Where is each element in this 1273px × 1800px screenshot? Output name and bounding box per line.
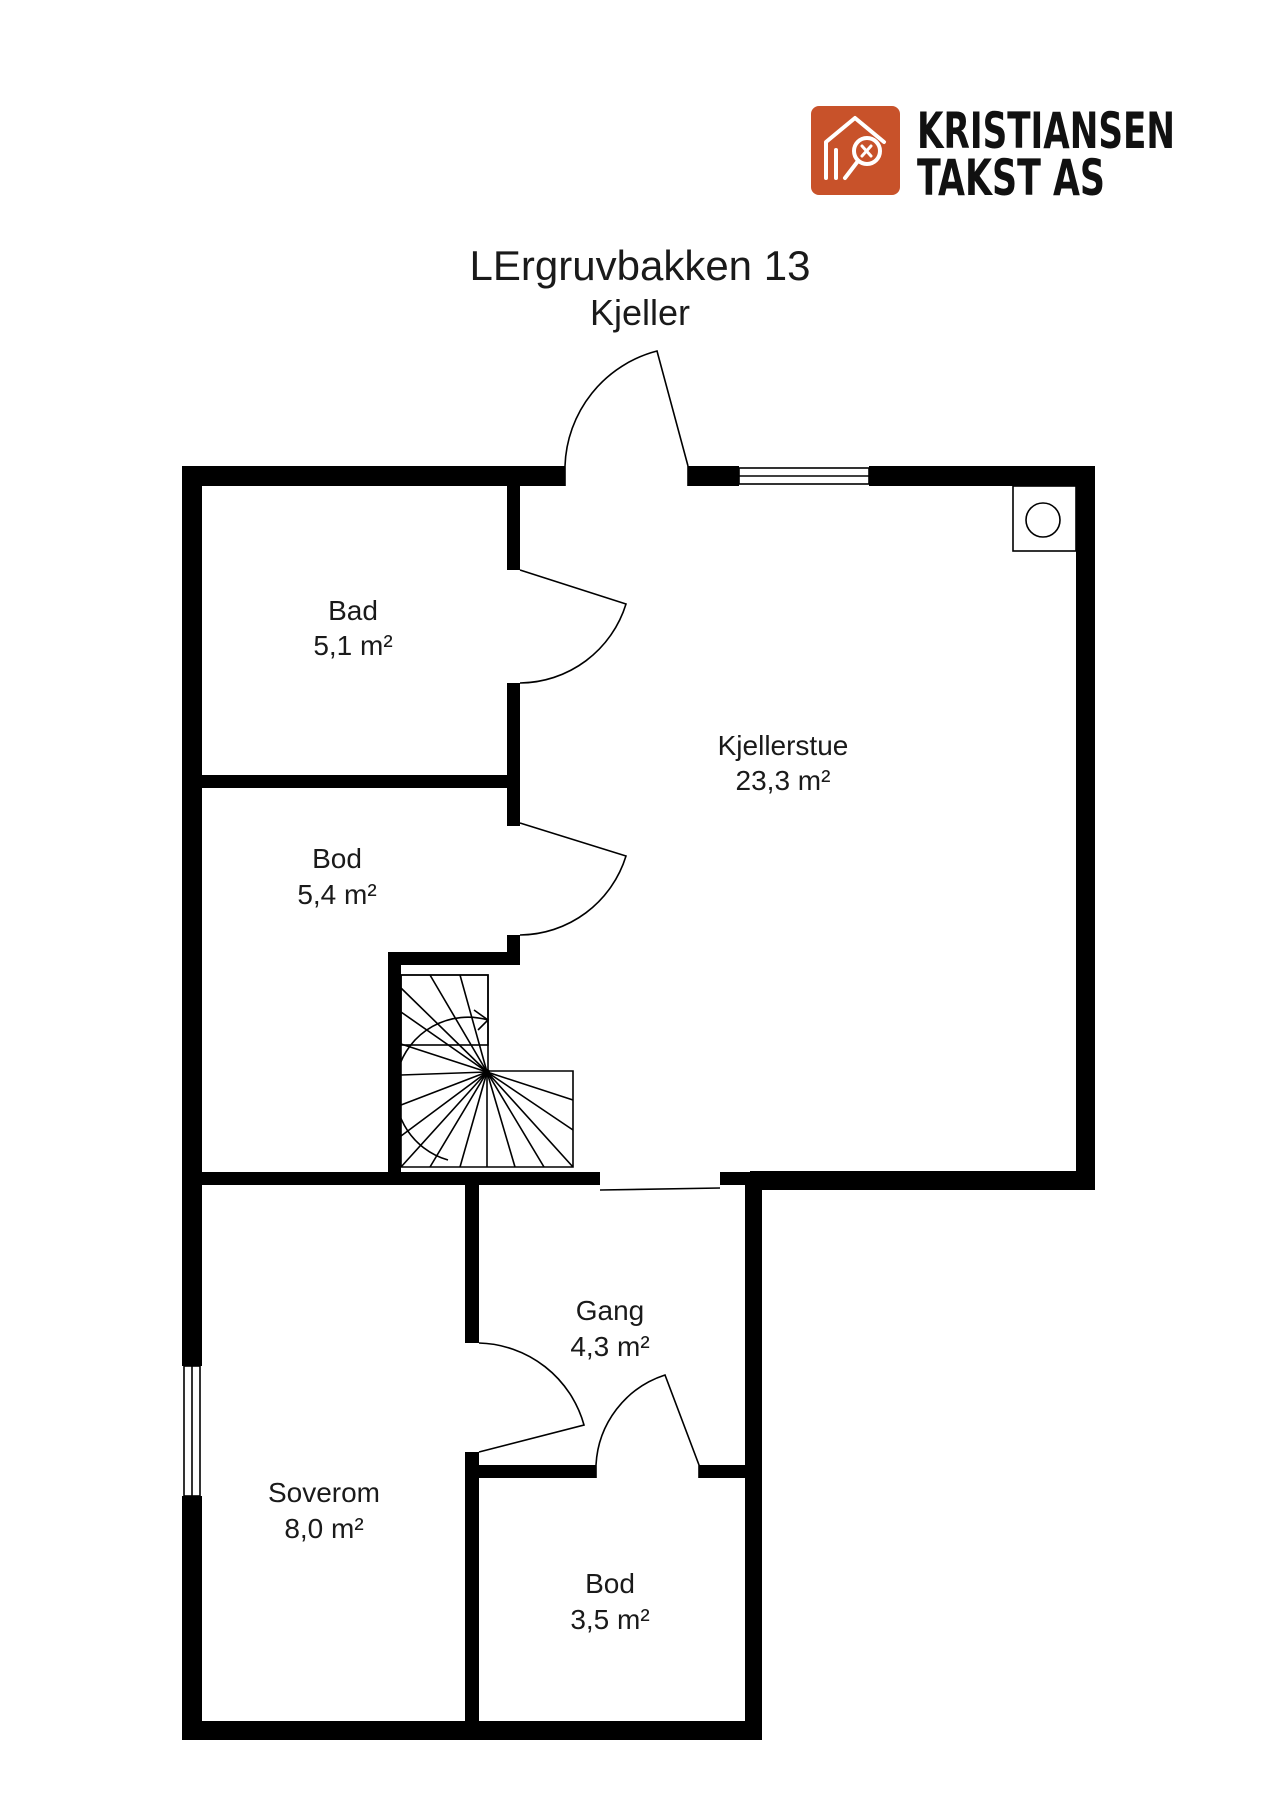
wall-right-upper <box>1076 466 1095 1190</box>
room-name-soverom: Soverom <box>268 1477 380 1508</box>
logo-line-1: KRISTIANSEN <box>917 102 1175 160</box>
wall-gang-bod-b <box>699 1465 745 1478</box>
door-soverom <box>478 1342 585 1453</box>
walls <box>182 466 1095 1740</box>
wall-bod-right <box>507 788 520 823</box>
wall-left-lower <box>182 1496 202 1740</box>
wall-right-lower <box>745 1180 762 1740</box>
room-area-gang: 4,3 m² <box>570 1331 649 1362</box>
wall-top-right <box>869 466 1095 486</box>
windows <box>183 467 870 1497</box>
company-logo: KRISTIANSEN TAKST AS <box>811 102 1175 207</box>
wall-bod-soverom-b <box>720 1172 750 1185</box>
room-area-bod-lower: 3,5 m² <box>570 1604 649 1635</box>
house-magnifier-icon <box>824 116 886 180</box>
room-name-gang: Gang <box>576 1295 645 1326</box>
room-name-bod-upper: Bod <box>312 843 362 874</box>
wall-top-mid <box>688 466 739 486</box>
room-area-kjellerstue: 23,3 m² <box>736 765 831 796</box>
wall-stair-top <box>388 952 520 965</box>
wall-soverom-gang-a <box>465 1180 479 1343</box>
wall-left-upper <box>182 466 202 1366</box>
room-name-kjellerstue: Kjellerstue <box>718 730 849 761</box>
wall-bad-bod <box>202 775 520 788</box>
wall-gang-bod-a <box>479 1465 596 1478</box>
room-area-soverom: 8,0 m² <box>284 1513 363 1544</box>
wall-bod-soverom <box>202 1172 600 1185</box>
wall-top-left <box>182 466 565 486</box>
doors <box>478 350 700 1478</box>
staircase <box>394 974 574 1168</box>
door-bod-lower <box>595 1374 700 1478</box>
door-entrance <box>564 350 689 486</box>
page-title: LErgruvbakken 13 <box>470 242 811 289</box>
door-bod <box>519 822 628 936</box>
room-name-bad: Bad <box>328 595 378 626</box>
room-area-bad: 5,1 m² <box>313 630 392 661</box>
chimney <box>1012 485 1077 552</box>
wall-bad-right-a <box>507 486 520 570</box>
logo-line-2: TAKST AS <box>917 149 1105 207</box>
floor-label: Kjeller <box>590 292 690 333</box>
wall-soverom-gang-b <box>465 1452 479 1740</box>
room-labels: Bad 5,1 m² Kjellerstue 23,3 m² Bod 5,4 m… <box>268 595 848 1635</box>
wall-step <box>750 1171 1095 1190</box>
room-name-bod-lower: Bod <box>585 1568 635 1599</box>
door-bad <box>519 569 627 684</box>
wall-stair-left <box>388 952 401 1178</box>
room-area-bod-upper: 5,4 m² <box>297 879 376 910</box>
